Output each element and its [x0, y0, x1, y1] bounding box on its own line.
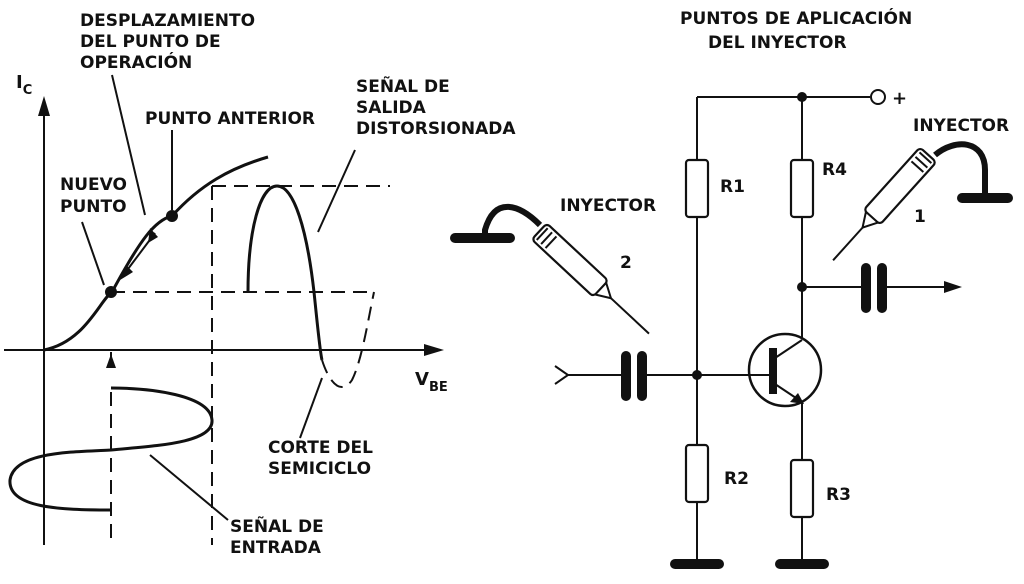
- input-terminal-icon: [554, 365, 570, 385]
- label-r3: R3: [826, 485, 851, 505]
- transistor-collector-lead: [774, 339, 803, 359]
- label-cutoff: CORTE DEL SEMICICLO: [268, 438, 379, 479]
- y-axis-arrow-icon: [38, 96, 50, 116]
- label-displacement: DESPLAZAMIENTO DEL PUNTO DE OPERACIÓN: [80, 11, 261, 73]
- curve-shift-arrow: [124, 232, 156, 274]
- output-signal-solid: [246, 184, 324, 361]
- label-r4: R4: [822, 160, 847, 180]
- supply-terminal: [870, 89, 886, 105]
- injector-2-tip: [610, 297, 650, 335]
- label-r1: R1: [720, 177, 745, 197]
- transfer-curve: [43, 155, 269, 352]
- label-new-point: NUEVO PUNTO: [60, 175, 133, 217]
- label-output-signal: SEÑAL DE SALIDA DISTORSIONADA: [356, 74, 516, 139]
- leader-input: [149, 454, 229, 521]
- output-signal-cutoff: [321, 291, 375, 388]
- label-input-signal: SEÑAL DE ENTRADA: [230, 514, 330, 558]
- supply-sign: +: [892, 88, 907, 109]
- transistor-npn: [747, 332, 823, 408]
- injector-1-tip: [832, 226, 864, 261]
- emitter-arrow-icon: [790, 393, 804, 404]
- amplifier-circuit: PUNTOS DE APLICACIÓN DEL INYECTOR + R1 R…: [450, 7, 1013, 569]
- injector-2-label: INYECTOR: [560, 196, 656, 216]
- injector-2-number: 2: [620, 253, 632, 273]
- curve-shift-arrowhead-icon: [120, 266, 133, 280]
- previous-point-marker: [166, 210, 178, 222]
- injector-1-number: 1: [914, 207, 926, 227]
- circuit-title: PUNTOS DE APLICACIÓN DEL INYECTOR: [680, 7, 918, 53]
- leader-new-point: [81, 221, 105, 286]
- transfer-graph: IC VBE: [4, 11, 516, 558]
- y-axis-label: IC: [16, 72, 32, 98]
- injector-2: INYECTOR 2: [450, 196, 656, 335]
- injector-2-cable: [482, 203, 543, 238]
- injector-1-cable: [933, 141, 988, 196]
- x-axis-label: VBE: [415, 369, 448, 395]
- injector-1: INYECTOR 1: [832, 116, 1013, 261]
- resistor-r3: [789, 458, 815, 519]
- injector-1-label: INYECTOR: [913, 116, 1009, 136]
- output-arrow-icon: [944, 281, 962, 293]
- input-signal: [8, 386, 214, 512]
- resistor-r2: [684, 443, 710, 504]
- leader-output: [317, 149, 356, 233]
- label-previous-point: PUNTO ANTERIOR: [145, 109, 315, 129]
- label-r2: R2: [724, 469, 749, 489]
- input-arrow-icon: [106, 354, 116, 368]
- resistor-r1: [684, 158, 710, 219]
- leader-cutoff: [299, 377, 323, 439]
- leader-displacement: [111, 74, 146, 216]
- resistor-r4: [789, 158, 815, 219]
- x-axis-arrow-icon: [424, 344, 444, 356]
